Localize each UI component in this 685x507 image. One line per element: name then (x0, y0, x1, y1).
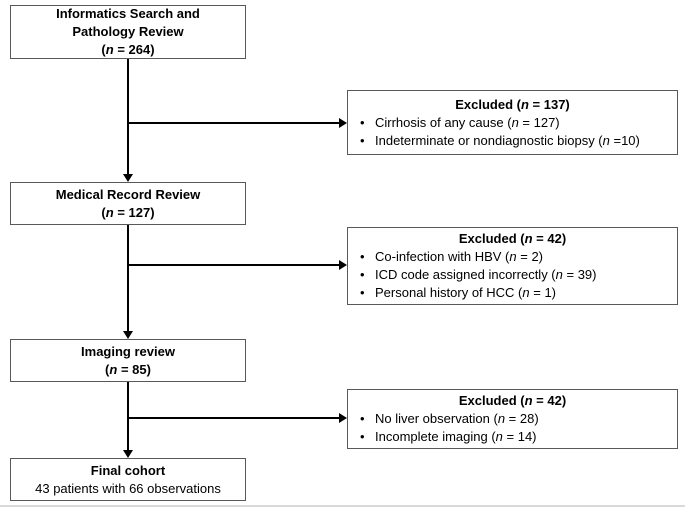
excluded-item: • Incomplete imaging (n = 14) (358, 428, 667, 446)
connector-line-horizontal-2 (127, 264, 339, 266)
bullet-marker: • (360, 267, 365, 282)
excluded-box-3: Excluded (n = 42) • No liver observation… (347, 389, 678, 449)
bullet-marker: • (360, 429, 365, 444)
arrowhead-down-1 (123, 174, 133, 182)
excluded-list: • Co-infection with HBV (n = 2) • ICD co… (358, 248, 667, 302)
connector-line-vertical-3 (127, 382, 129, 450)
excluded-item: • No liver observation (n = 28) (358, 410, 667, 428)
excluded-box-2: Excluded (n = 42) • Co-infection with HB… (347, 227, 678, 305)
step-box-final-cohort: Final cohort 43 patients with 66 observa… (10, 458, 246, 501)
excluded-box-1: Excluded (n = 137) • Cirrhosis of any ca… (347, 90, 678, 155)
arrowhead-right-2 (339, 260, 347, 270)
excluded-item: • Cirrhosis of any cause (n = 127) (358, 114, 667, 132)
step-title: Informatics Search and Pathology Review (56, 6, 200, 39)
bullet-marker: • (360, 285, 365, 300)
bullet-marker: • (360, 249, 365, 264)
excluded-title: Excluded (n = 137) (455, 96, 570, 112)
arrowhead-right-1 (339, 118, 347, 128)
step-title: Imaging review (81, 343, 175, 359)
arrowhead-down-3 (123, 450, 133, 458)
figure-bottom-edge (0, 505, 685, 507)
connector-line-horizontal-3 (127, 417, 339, 419)
excluded-title: Excluded (n = 42) (458, 231, 567, 246)
step-count: (n = 264) (101, 42, 155, 57)
step-title: Final cohort (90, 462, 166, 478)
excluded-item: • ICD code assigned incorrectly (n = 39) (358, 266, 667, 284)
excluded-list: • Cirrhosis of any cause (n = 127) • Ind… (358, 114, 667, 150)
excluded-item-text: Cirrhosis of any cause (n = 127) (375, 114, 560, 130)
excluded-item: • Indeterminate or nondiagnostic biopsy … (358, 132, 667, 150)
connector-line-horizontal-1 (127, 122, 339, 124)
connector-line-vertical-2 (127, 225, 129, 331)
excluded-item-text: No liver observation (n = 28) (375, 411, 539, 426)
bullet-marker: • (360, 114, 365, 130)
excluded-list: • No liver observation (n = 28) • Incomp… (358, 410, 667, 446)
step-count: (n = 127) (101, 204, 155, 220)
step-count: (n = 85) (105, 361, 151, 377)
excluded-item-text: Co-infection with HBV (n = 2) (375, 249, 543, 264)
excluded-item-text: Incomplete imaging (n = 14) (375, 429, 537, 444)
excluded-item-text: Personal history of HCC (n = 1) (375, 285, 556, 300)
step-title: Medical Record Review (55, 186, 201, 202)
step-subtitle: 43 patients with 66 observations (35, 480, 221, 496)
bullet-marker: • (360, 132, 365, 148)
arrowhead-right-3 (339, 413, 347, 423)
excluded-item: • Personal history of HCC (n = 1) (358, 284, 667, 302)
connector-line-vertical-1 (127, 59, 129, 174)
arrowhead-down-2 (123, 331, 133, 339)
step-box-imaging-review: Imaging review (n = 85) (10, 339, 246, 382)
excluded-item: • Co-infection with HBV (n = 2) (358, 248, 667, 266)
excluded-item-text: ICD code assigned incorrectly (n = 39) (375, 267, 597, 282)
bullet-marker: • (360, 411, 365, 426)
step-box-informatics-search: Informatics Search and Pathology Review … (10, 5, 246, 59)
excluded-item-text: Indeterminate or nondiagnostic biopsy (n… (375, 132, 640, 148)
excluded-title: Excluded (n = 42) (458, 393, 567, 408)
step-box-medical-record-review: Medical Record Review (n = 127) (10, 182, 246, 225)
